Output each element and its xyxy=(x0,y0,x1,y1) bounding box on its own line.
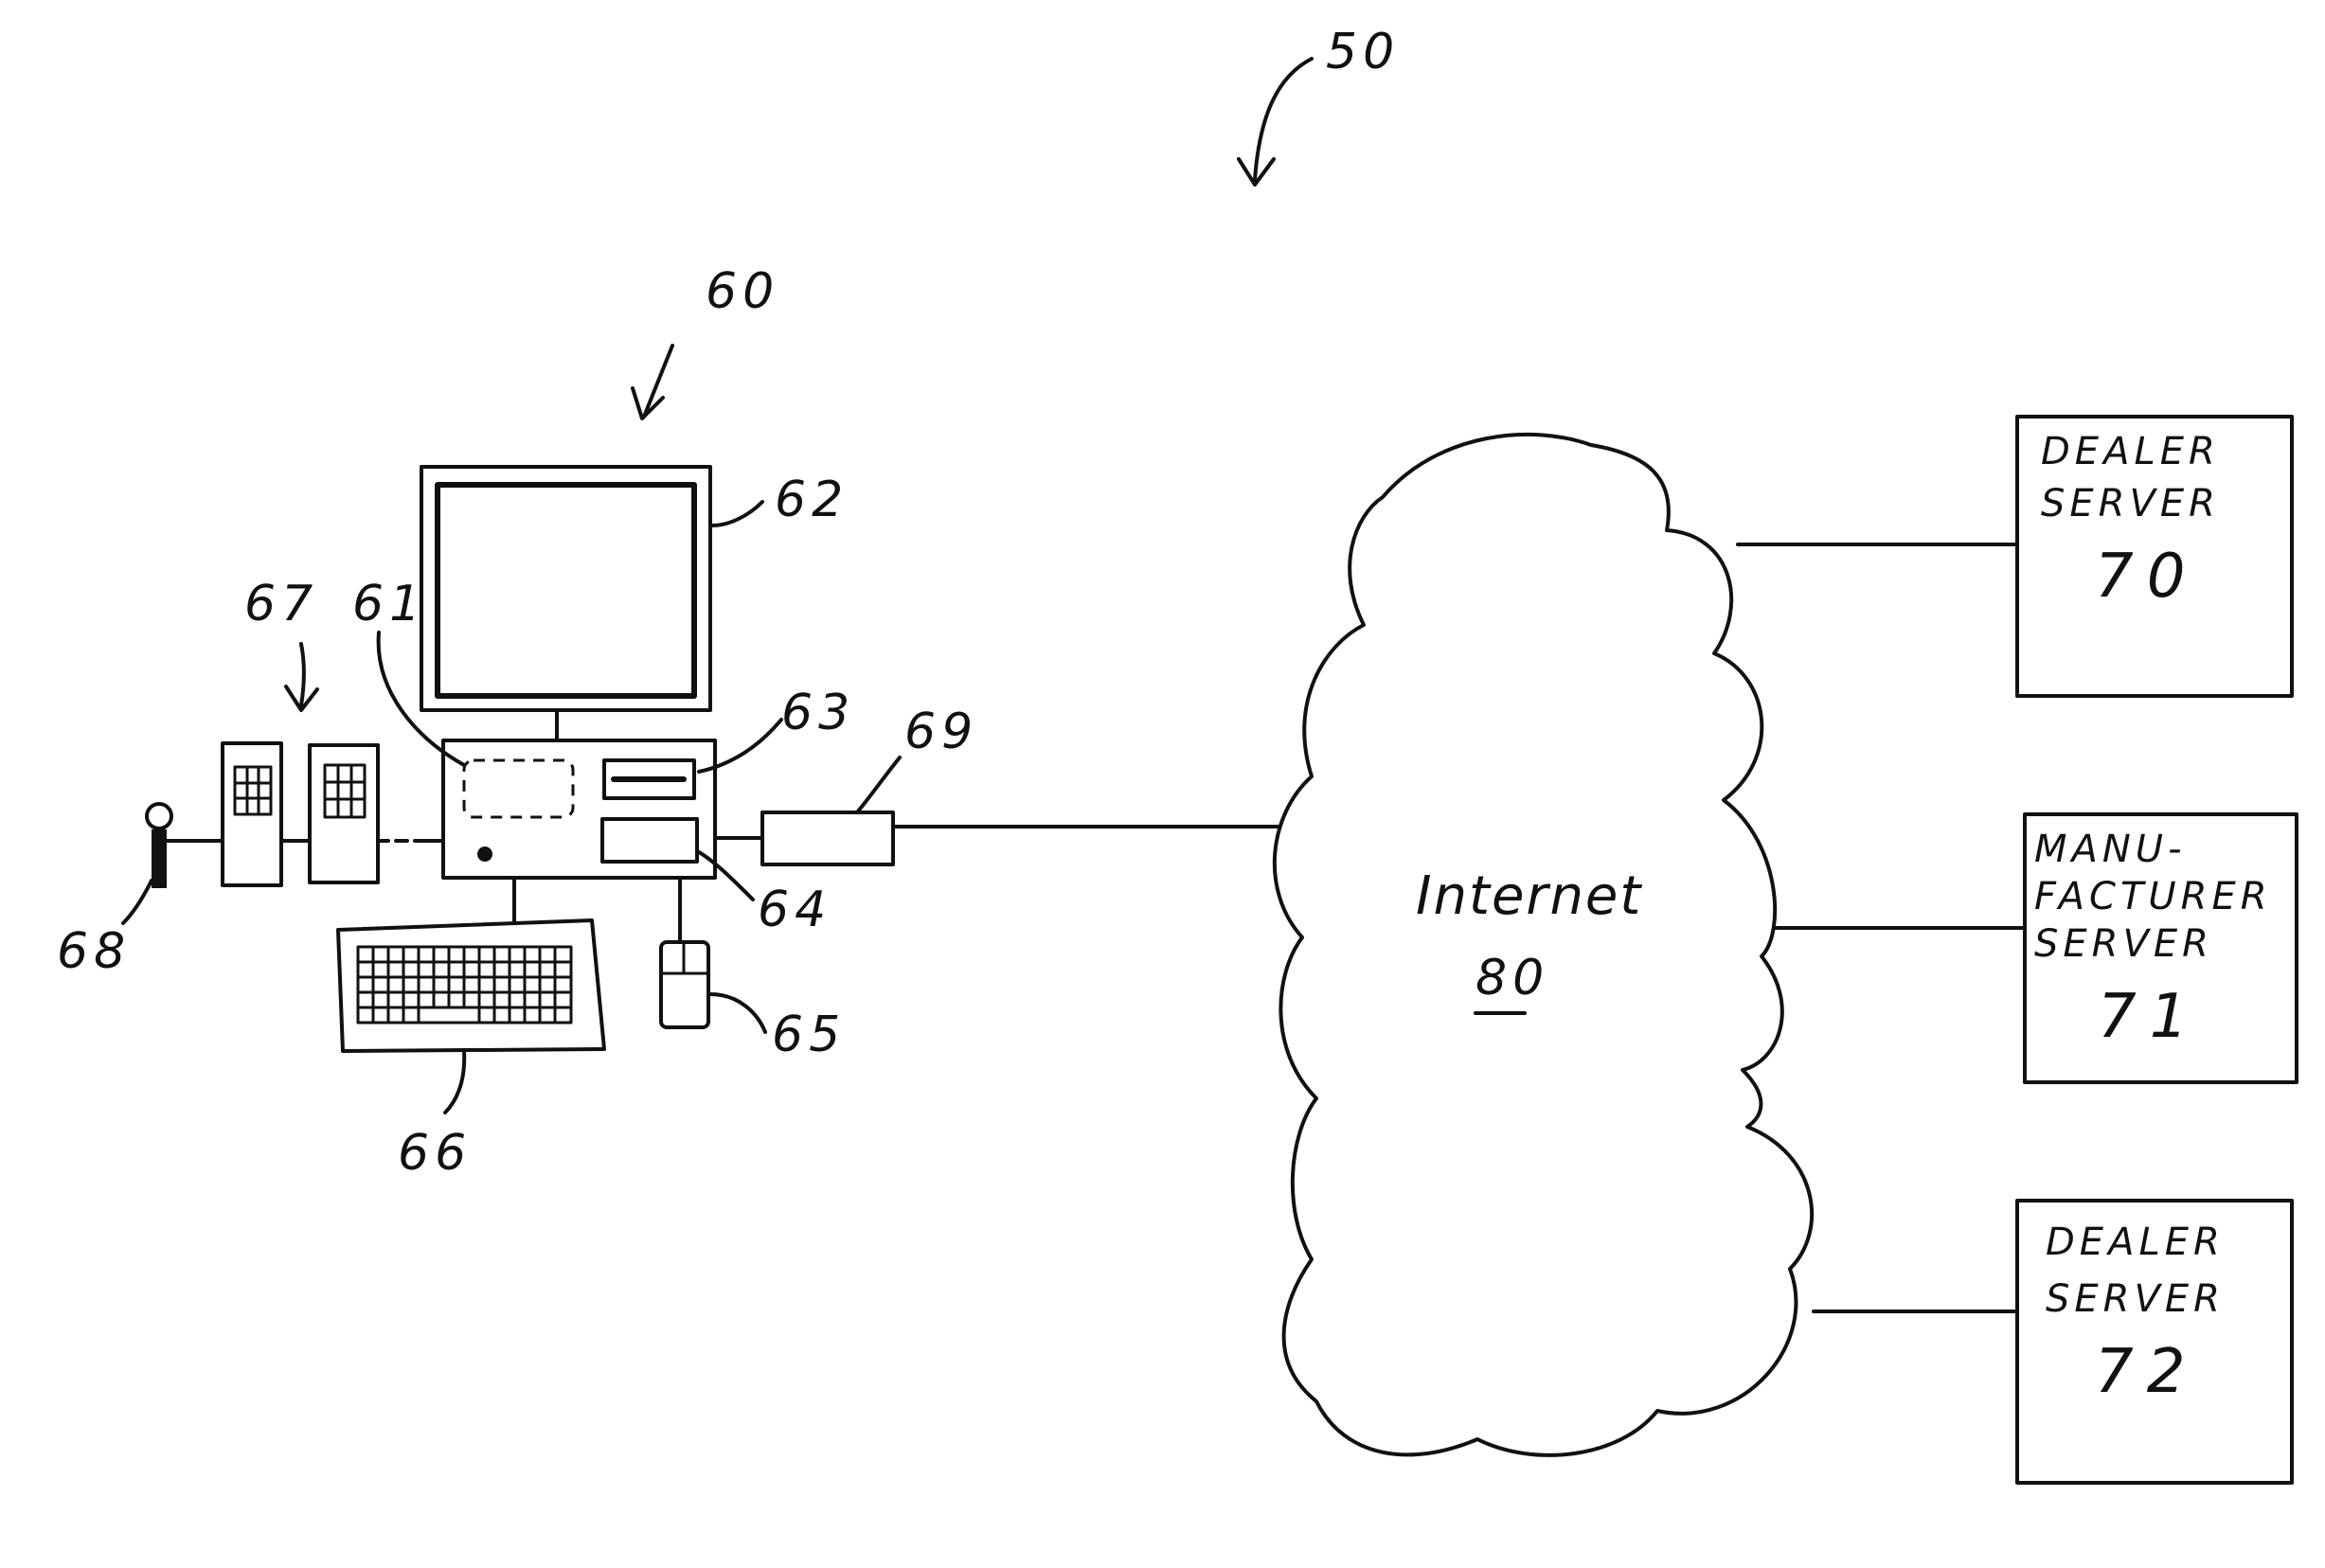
cloud-label: Internet xyxy=(1416,865,1642,927)
ref-65-label: 65 xyxy=(772,1007,846,1063)
ref-68-leader xyxy=(121,879,153,925)
drive-63 xyxy=(602,758,696,800)
ref-61-label: 61 xyxy=(352,576,426,633)
dealer-server-70: DEALER SERVER 70 xyxy=(2015,415,2294,698)
probe-head xyxy=(145,802,173,830)
server-71-line3: SERVER xyxy=(2034,922,2213,966)
server-71-line1: MANU- xyxy=(2034,828,2187,871)
ref-63-leader xyxy=(697,718,783,774)
power-button xyxy=(477,846,492,862)
ref-68-label: 68 xyxy=(57,923,131,980)
peripherals: 67 xyxy=(221,576,445,887)
server-72-number: 72 xyxy=(2095,1337,2198,1407)
ref-69-leader xyxy=(855,756,902,814)
server-71-number: 71 xyxy=(2098,982,2201,1052)
peripheral-device-1 xyxy=(221,741,283,887)
server-72-line1: DEALER xyxy=(2046,1221,2225,1264)
server-72-line2: SERVER xyxy=(2046,1277,2225,1321)
modem: 69 xyxy=(713,704,1280,866)
system-reference: 50 xyxy=(1237,24,1400,187)
peripheral-device-2 xyxy=(308,743,380,884)
ref-61-leader xyxy=(376,631,466,767)
server-70-line2: SERVER xyxy=(2041,482,2220,526)
ref-64-label: 64 xyxy=(758,882,832,938)
peripheral-2-keypad xyxy=(323,763,367,819)
manufacturer-server-71: MANU- FACTURER SERVER 71 xyxy=(2023,812,2298,1084)
probe-handle xyxy=(152,829,167,888)
processor-61 xyxy=(462,758,575,819)
ref-50-label: 50 xyxy=(1326,24,1400,80)
case-body xyxy=(441,739,717,880)
drive-64 xyxy=(600,817,699,864)
computer-case: 61 63 64 xyxy=(352,576,855,938)
ref-50-arrowhead xyxy=(1237,157,1276,187)
server-70-number: 70 xyxy=(2095,542,2198,612)
internet-cloud: Internet 80 xyxy=(1272,432,1815,1457)
peripheral-2-keypad-grid xyxy=(323,763,367,819)
ref-60-arrowhead xyxy=(631,386,665,420)
dealer-server-72: DEALER SERVER 72 xyxy=(2015,1199,2294,1485)
ref-64-leader xyxy=(697,850,755,901)
cloud-number: 80 xyxy=(1475,950,1549,1007)
ref-66-leader xyxy=(443,1049,467,1114)
modem-body xyxy=(760,811,895,866)
keyboard: 66 xyxy=(336,876,606,1182)
server-71-line2: FACTURER xyxy=(2034,875,2272,918)
server-72-box xyxy=(2015,1199,2294,1485)
ref-62-label: 62 xyxy=(775,472,849,528)
monitor-outer-frame xyxy=(420,465,712,712)
ref-63-label: 63 xyxy=(781,685,855,741)
ref-66-label: 66 xyxy=(398,1125,472,1182)
server-71-box xyxy=(2023,812,2298,1084)
ref-60-leader xyxy=(642,344,674,419)
ref-65-leader xyxy=(708,992,767,1034)
ref-67-arrowhead xyxy=(284,685,319,712)
ref-67-label: 67 xyxy=(244,576,318,633)
mouse: 65 xyxy=(659,876,846,1063)
server-70-box xyxy=(2015,415,2294,698)
ref-50-leader xyxy=(1253,57,1314,182)
keyboard-key-grid xyxy=(356,945,573,1025)
ref-60-label: 60 xyxy=(706,263,779,320)
monitor: 62 xyxy=(420,465,849,742)
ref-62-leader xyxy=(710,500,764,527)
probe: 68 xyxy=(57,802,224,980)
peripheral-1-keypad xyxy=(233,765,273,816)
ref-69-label: 69 xyxy=(904,704,978,760)
peripheral-1-keypad-grid xyxy=(233,765,273,816)
computer-reference: 60 xyxy=(631,263,779,420)
cloud-outline xyxy=(1272,432,1815,1457)
monitor-screen xyxy=(435,482,697,699)
ref-67-leader xyxy=(299,642,306,707)
server-70-line1: DEALER xyxy=(2041,430,2220,473)
keyboard-body xyxy=(336,918,606,1053)
